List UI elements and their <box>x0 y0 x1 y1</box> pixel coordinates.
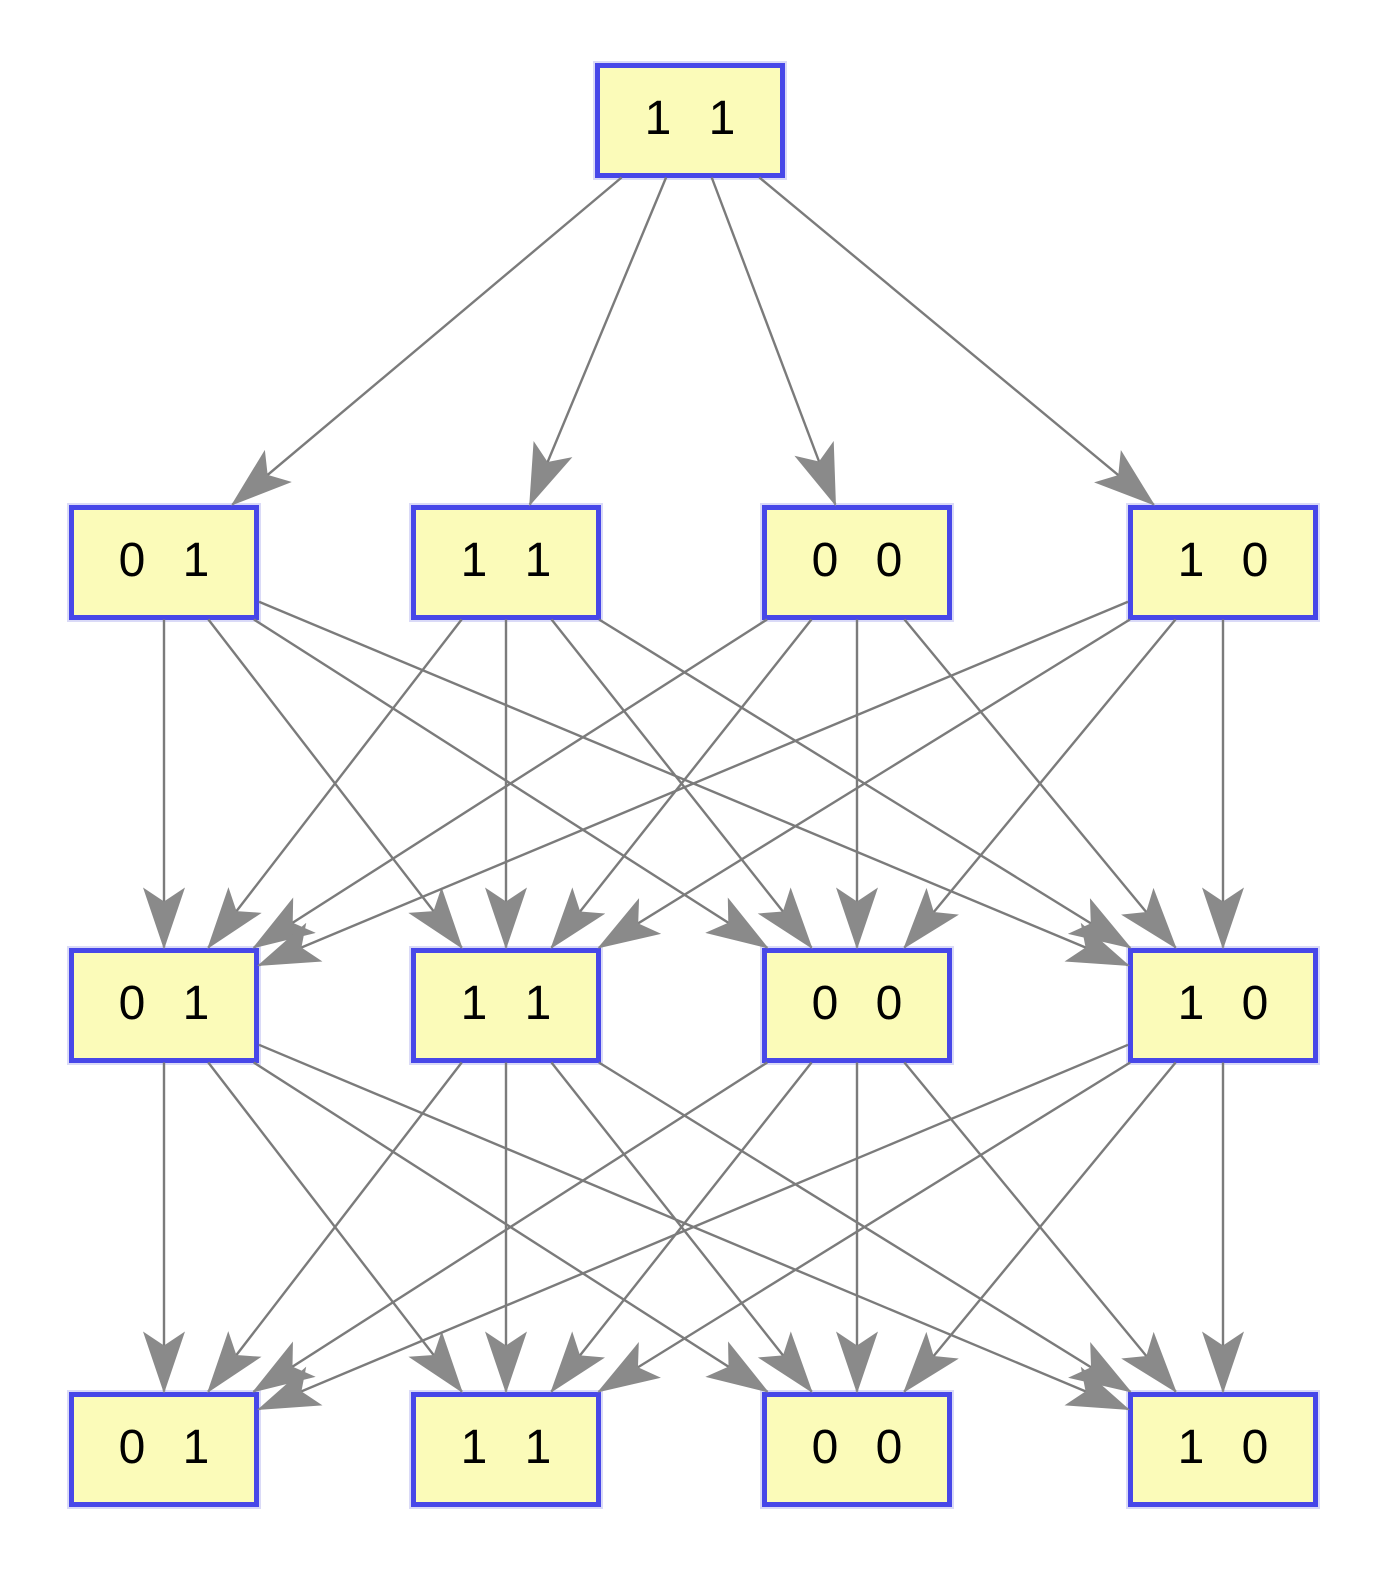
graph-node-r3c2: 0 0 <box>762 1391 952 1507</box>
edge-r2c1-r3c3 <box>598 1061 1132 1393</box>
edge-r1c2-r2c1 <box>550 618 813 950</box>
node-label: 1 1 <box>460 534 552 587</box>
graph-node-r1c3: 1 0 <box>1128 504 1318 620</box>
edge-r2c3-r3c1 <box>597 1061 1131 1393</box>
edge-r0c0-r1c1 <box>528 177 668 507</box>
node-label: 1 1 <box>460 977 552 1030</box>
edge-r1c0-r2c3 <box>258 600 1130 967</box>
edge-r0c0-r1c3 <box>758 176 1156 506</box>
node-label: 0 1 <box>118 534 210 587</box>
edge-r2c1-r3c2 <box>550 1061 813 1394</box>
graph-node-r1c2: 0 0 <box>762 504 952 620</box>
edge-r1c1-r2c0 <box>207 618 463 950</box>
edge-r1c3-r2c0 <box>257 600 1129 967</box>
graph-node-r0c0: 1 1 <box>595 62 785 178</box>
node-label: 1 0 <box>1177 534 1269 587</box>
edge-r2c3-r3c2 <box>903 1061 1177 1394</box>
graph-node-r2c2: 0 0 <box>762 947 952 1063</box>
graph-node-r3c1: 1 1 <box>411 1391 601 1507</box>
edge-r2c3-r3c0 <box>257 1043 1129 1411</box>
edge-r2c0-r3c2 <box>253 1061 769 1393</box>
graph-node-r1c0: 0 1 <box>69 504 259 620</box>
graph-node-r2c1: 1 1 <box>411 947 601 1063</box>
node-label: 0 0 <box>811 977 903 1030</box>
edge-r2c2-r3c1 <box>550 1061 813 1394</box>
node-label: 0 1 <box>118 977 210 1030</box>
edge-r1c3-r2c1 <box>597 618 1131 949</box>
graph-node-r2c3: 1 0 <box>1128 947 1318 1063</box>
node-label: 1 1 <box>460 1421 552 1474</box>
edge-r2c1-r3c0 <box>207 1061 463 1394</box>
graph-node-r2c0: 0 1 <box>69 947 259 1063</box>
edge-r1c0-r2c1 <box>207 618 463 950</box>
edge-r0c0-r1c0 <box>230 176 623 506</box>
node-label: 0 0 <box>811 534 903 587</box>
edge-r2c2-r3c3 <box>903 1061 1177 1394</box>
node-label: 1 0 <box>1177 1421 1269 1474</box>
edge-r1c1-r2c3 <box>598 618 1132 949</box>
graph-node-r1c1: 1 1 <box>411 504 601 620</box>
edge-r1c1-r2c2 <box>550 618 813 950</box>
edge-r2c0-r3c3 <box>258 1043 1130 1411</box>
edge-r1c2-r2c3 <box>903 618 1177 950</box>
edge-r1c3-r2c2 <box>903 618 1177 950</box>
edge-r1c0-r2c2 <box>253 618 769 949</box>
node-label: 1 0 <box>1177 977 1269 1030</box>
node-label: 1 1 <box>644 92 736 145</box>
edge-r1c2-r2c0 <box>252 618 768 949</box>
edge-r0c0-r1c2 <box>710 177 837 507</box>
graph-node-r3c3: 1 0 <box>1128 1391 1318 1507</box>
graph-node-r3c0: 0 1 <box>69 1391 259 1507</box>
edge-r2c0-r3c1 <box>207 1061 463 1394</box>
edge-r2c2-r3c0 <box>252 1061 768 1393</box>
node-label: 0 1 <box>118 1421 210 1474</box>
node-label: 0 0 <box>811 1421 903 1474</box>
